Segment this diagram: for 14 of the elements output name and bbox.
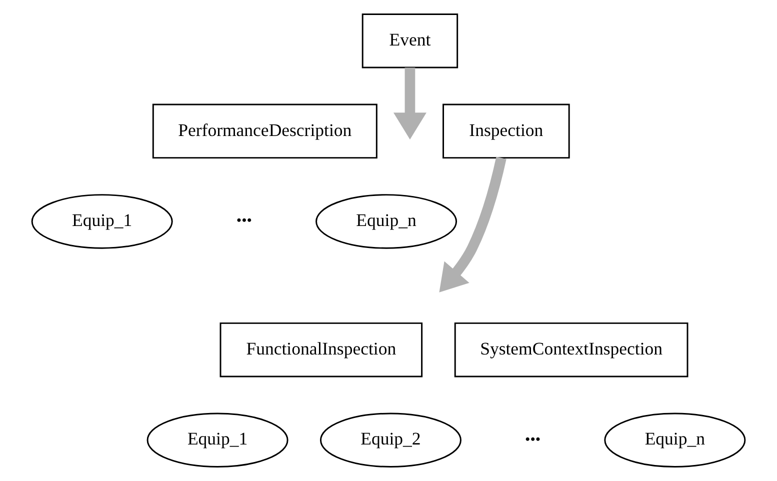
node-ellipse: Equip_1 <box>146 412 288 468</box>
node-box: FunctionalInspection <box>220 322 423 378</box>
node-box: PerformanceDescription <box>152 104 378 159</box>
node-ellipse: Equip_1 <box>31 194 173 249</box>
label: ••• <box>236 213 252 230</box>
node-box: SystemContextInspection <box>454 322 688 378</box>
node-ellipse: Equip_n <box>316 194 458 249</box>
arrow <box>393 68 426 140</box>
node-box: Inspection <box>442 104 570 159</box>
node-ellipse: Equip_n <box>604 412 746 468</box>
arrow <box>439 156 506 292</box>
node-box: Event <box>362 14 458 68</box>
label: ••• <box>525 432 541 448</box>
node-ellipse: Equip_2 <box>320 412 462 468</box>
